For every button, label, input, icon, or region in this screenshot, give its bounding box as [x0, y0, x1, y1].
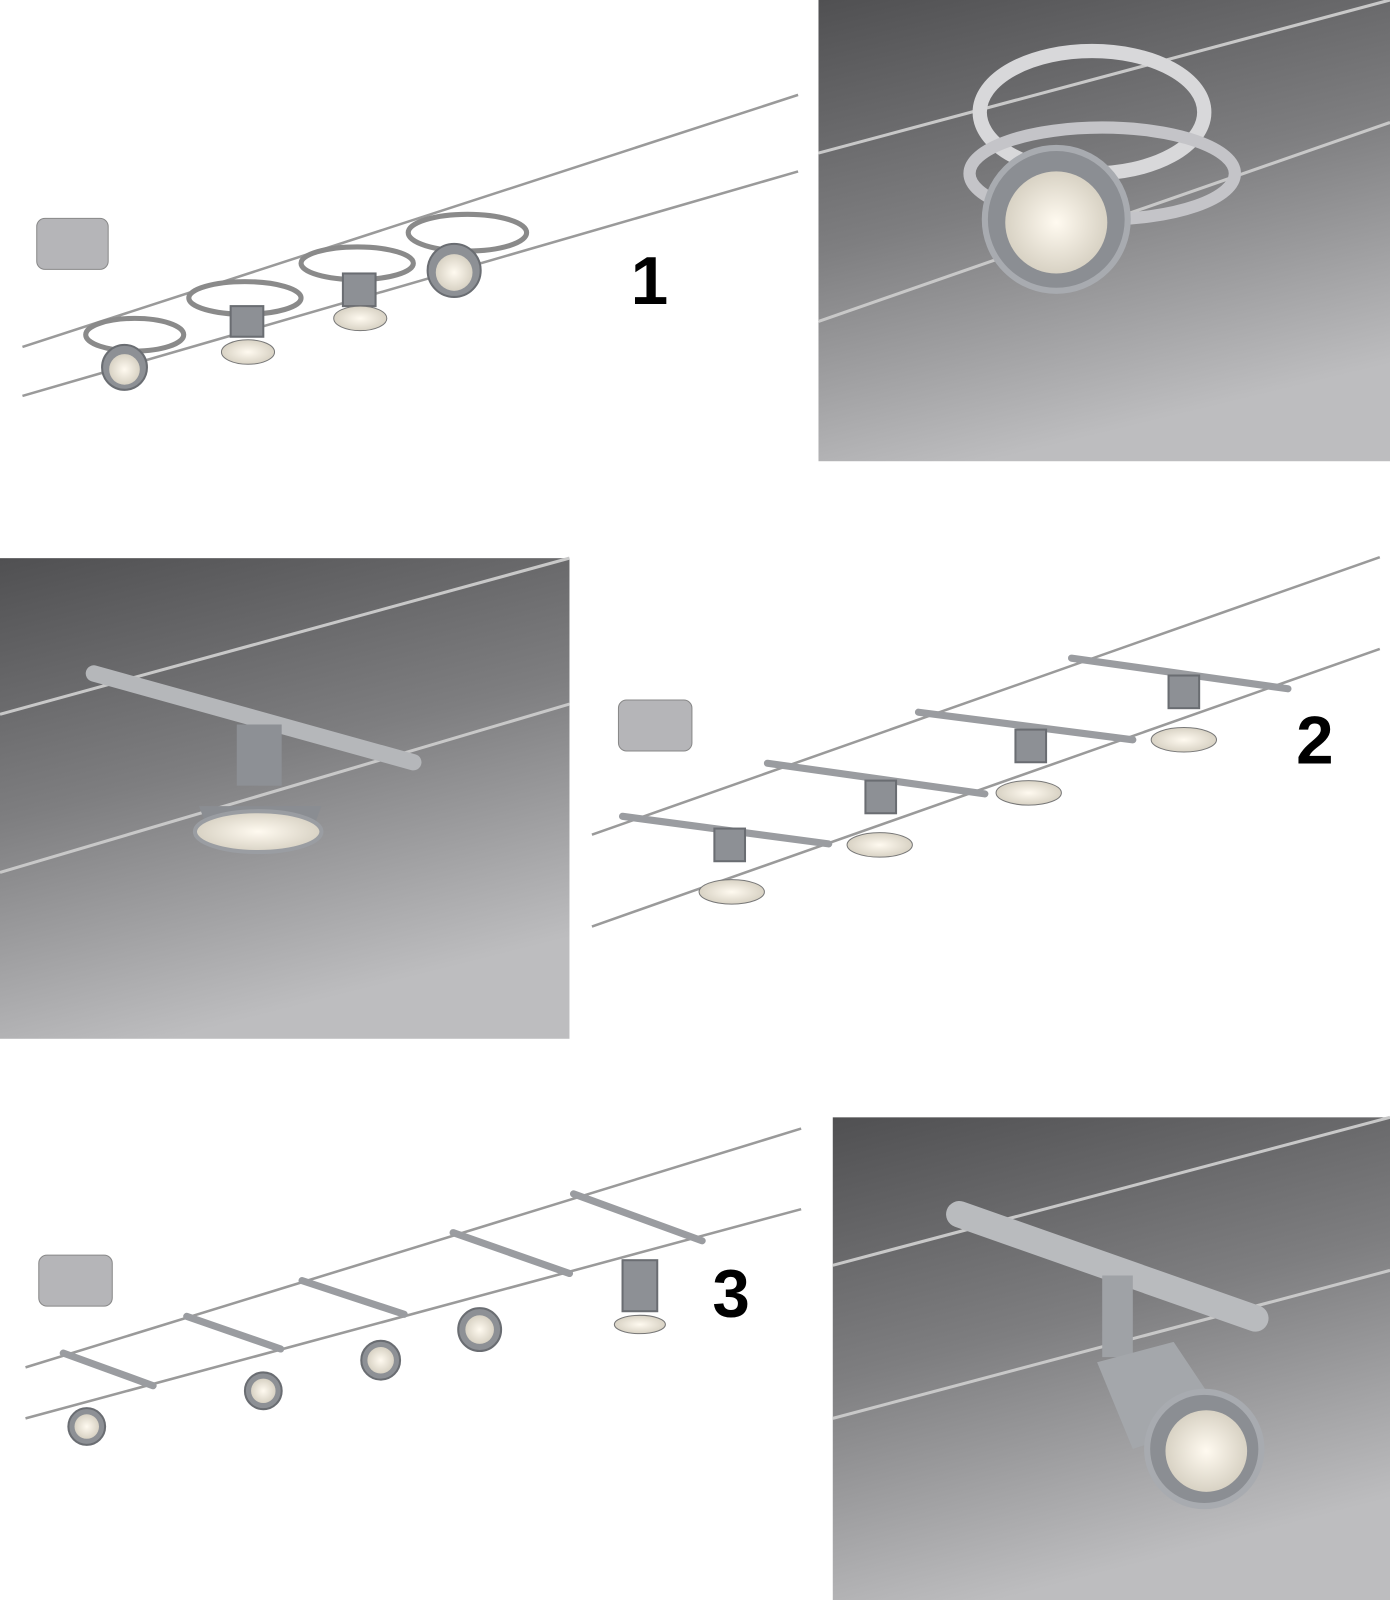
lamp [914, 708, 1137, 806]
transformer-icon [617, 699, 693, 752]
set-number-label: 1 [631, 244, 668, 319]
transformer-icon [36, 217, 109, 270]
transformer-icon [38, 1254, 113, 1307]
set-number-label: 3 [712, 1256, 749, 1331]
set-3-detail-photo [832, 1115, 1390, 1600]
lamp [449, 1229, 574, 1353]
lamp [183, 1312, 285, 1411]
lamp [83, 315, 187, 391]
set-number-label: 2 [1296, 703, 1333, 778]
lamp [405, 211, 530, 298]
lamp [569, 1190, 706, 1335]
set-3-scene: 3 [25, 1127, 802, 1446]
lamp [186, 279, 304, 365]
lamp [298, 1277, 408, 1381]
set-1-scene: 1 [22, 93, 799, 398]
set-2-detail-photo [0, 556, 570, 1039]
lamp [59, 1349, 157, 1446]
lamp [298, 244, 416, 332]
lamp [1068, 654, 1292, 753]
lamp [618, 812, 833, 905]
set-1-detail-photo [817, 0, 1390, 462]
set-2-scene: 2 [591, 555, 1381, 928]
lamp [763, 759, 989, 858]
